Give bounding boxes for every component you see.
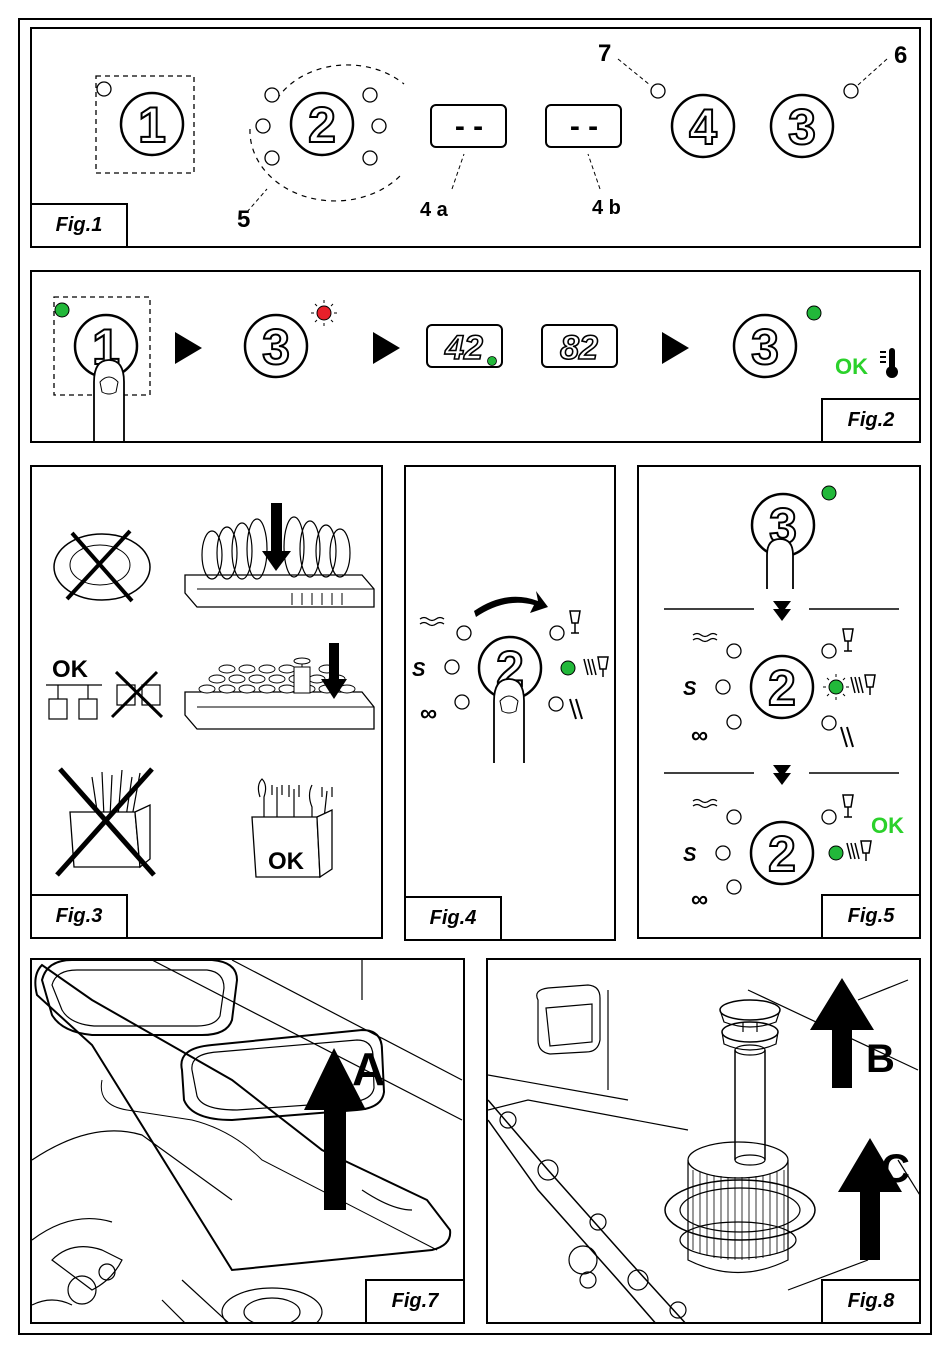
play-arrow-icon	[175, 332, 202, 364]
infinity-icon: ∞	[420, 700, 437, 727]
svg-text:2: 2	[768, 660, 796, 716]
ok-cutlery-label: OK	[268, 848, 305, 875]
display-temp-rinse: 82	[542, 325, 617, 367]
button-3[interactable]: 3	[245, 315, 307, 377]
water-level-icon	[420, 618, 444, 626]
fig1-panel: 1 2 - - - - 4 3	[30, 27, 921, 248]
svg-text:3: 3	[262, 319, 290, 375]
fig3-panel: OK	[30, 465, 383, 939]
arrow-label-a: A	[352, 1043, 385, 1095]
ok-status: OK	[835, 354, 868, 379]
glasses-crossed-icon	[112, 672, 162, 717]
s-cycle-icon: S	[683, 844, 697, 866]
svg-text:3: 3	[788, 99, 816, 155]
svg-text:82: 82	[560, 329, 598, 367]
callout-4b: 4 b	[592, 197, 621, 219]
svg-text:1: 1	[138, 97, 166, 153]
plate-rack-icon	[185, 503, 374, 607]
glass-rack-icon	[185, 643, 374, 729]
ok-glasses-label: OK	[52, 656, 89, 683]
callout-6: 6	[894, 42, 907, 69]
glass-icon	[584, 657, 608, 677]
led-green-blinking	[823, 674, 849, 700]
arrow-label-b: B	[866, 1037, 895, 1081]
fig4-label: Fig.4	[404, 896, 502, 941]
glass-icon	[570, 611, 580, 633]
fig5-panel: 3 S ∞ 2	[637, 465, 921, 939]
led-green-on	[55, 303, 69, 317]
led-green-on	[822, 486, 836, 500]
fig2-label: Fig.2	[821, 398, 921, 443]
cutlery-ok-icon: OK	[252, 779, 332, 877]
led-green-on	[829, 846, 843, 860]
finger-press-icon	[767, 539, 793, 589]
infinity-icon: ∞	[691, 722, 708, 749]
svg-text:2: 2	[308, 97, 336, 153]
play-arrow-icon	[373, 332, 400, 364]
ok-status: OK	[871, 813, 904, 838]
led-green-on	[561, 661, 575, 675]
fig8-filter-removal-illustration: B C	[488, 960, 921, 1324]
glass-icon	[843, 629, 853, 651]
rotate-arrow-icon	[474, 591, 548, 617]
fig7-filter-cover-illustration: A	[32, 960, 465, 1324]
svg-text:- -: - -	[455, 110, 483, 143]
led-indicator	[97, 82, 111, 96]
s-cycle-icon: S	[412, 659, 426, 681]
arrow-label-c: C	[881, 1147, 910, 1191]
up-arrow-icon	[810, 978, 874, 1088]
display-4a: - -	[431, 105, 506, 147]
button-4[interactable]: 4	[672, 95, 734, 157]
s-cycle-icon: S	[683, 678, 697, 700]
fig5-label: Fig.5	[821, 894, 921, 939]
fig7-panel: A Fig.7	[30, 958, 465, 1324]
callout-7: 7	[598, 40, 611, 67]
button-2[interactable]: 2	[291, 93, 353, 155]
play-arrow-icon	[662, 332, 689, 364]
fig1-control-panel-diagram: 1 2 - - - - 4 3	[32, 29, 921, 248]
svg-text:3: 3	[751, 319, 779, 375]
svg-text:2: 2	[768, 826, 796, 882]
svg-text:- -: - -	[570, 110, 598, 143]
fig7-label: Fig.7	[365, 1279, 465, 1324]
infinity-icon: ∞	[691, 886, 708, 913]
fig3-label: Fig.3	[30, 894, 128, 939]
display-temp-wash: 42	[427, 325, 502, 367]
svg-text:42: 42	[444, 329, 483, 367]
led-green-on	[807, 306, 821, 320]
display-4b: - -	[546, 105, 621, 147]
button-1[interactable]: 1	[121, 93, 183, 155]
button-3[interactable]: 3	[771, 95, 833, 157]
callout-5: 5	[237, 206, 250, 233]
fig8-panel: B C Fig.8	[486, 958, 921, 1324]
fig4-panel: S ∞ 2 Fig.4	[404, 465, 616, 941]
finger-press-icon	[494, 679, 524, 763]
button-2[interactable]: 2	[751, 656, 813, 718]
plate-crossed-icon	[54, 531, 150, 601]
svg-text:4: 4	[689, 99, 717, 155]
fig1-label: Fig.1	[30, 203, 128, 248]
finger-press-icon	[94, 360, 124, 442]
fig2-panel: 1 3 42 82	[30, 270, 921, 443]
glasses-ok-icon	[46, 685, 102, 719]
fig8-label: Fig.8	[821, 1279, 921, 1324]
button-3[interactable]: 3	[734, 315, 796, 377]
cutlery-crossed-icon	[57, 769, 154, 875]
led-red-blinking	[311, 300, 337, 326]
thermometer-icon	[880, 348, 898, 378]
button-2[interactable]: 2	[751, 822, 813, 884]
callout-4a: 4 a	[420, 199, 449, 221]
